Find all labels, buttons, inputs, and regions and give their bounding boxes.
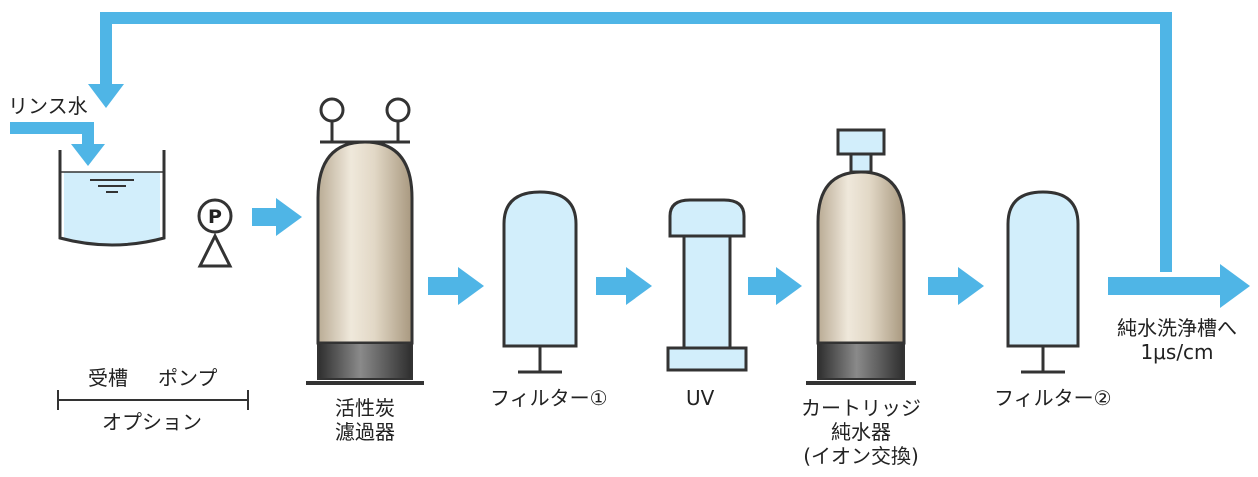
filter2-label: フィルター② bbox=[994, 386, 1112, 410]
carbon-filter-label: 活性炭 濾過器 bbox=[315, 396, 415, 444]
pump-symbol: P bbox=[197, 198, 233, 268]
cartridge-label: カートリッジ 純水器 (イオン交換) bbox=[786, 396, 936, 468]
flow-arrow-2 bbox=[428, 267, 484, 305]
rinse-water-inlet-arrow bbox=[10, 122, 105, 166]
option-label: オプション bbox=[102, 410, 202, 434]
activated-carbon-filter bbox=[306, 97, 424, 385]
flow-arrow-5 bbox=[928, 267, 984, 305]
pump-label: ポンプ bbox=[158, 366, 218, 390]
cartridge-label-line1: カートリッジ bbox=[801, 396, 921, 420]
carbon-filter-label-line1: 活性炭 bbox=[335, 396, 395, 420]
outlet-arrow bbox=[1108, 264, 1250, 308]
outlet-label-line2: 1μs/cm bbox=[1140, 340, 1214, 364]
flow-arrow-3 bbox=[596, 267, 652, 305]
option-bracket bbox=[57, 390, 249, 410]
rinse-water-label: リンス水 bbox=[8, 94, 88, 118]
cartridge-deionizer bbox=[806, 128, 916, 385]
recirculation-loop-arrow bbox=[88, 12, 1172, 272]
filter-1 bbox=[502, 190, 578, 374]
flow-arrow-1 bbox=[252, 198, 302, 236]
receiving-tank-label: 受槽 bbox=[88, 366, 128, 390]
cartridge-label-line3: (イオン交換) bbox=[803, 444, 919, 468]
cartridge-label-line2: 純水器 bbox=[831, 420, 891, 444]
uv-label: UV bbox=[686, 386, 715, 410]
outlet-label-line1: 純水洗浄槽へ bbox=[1117, 316, 1237, 340]
receiving-tank bbox=[58, 150, 166, 247]
outlet-label: 純水洗浄槽へ 1μs/cm bbox=[1102, 316, 1252, 364]
filter1-label: フィルター① bbox=[490, 386, 608, 410]
uv-sterilizer bbox=[666, 198, 748, 372]
filter-2 bbox=[1006, 190, 1080, 374]
flow-arrow-4 bbox=[748, 267, 802, 305]
pump-symbol-letter: P bbox=[208, 206, 222, 228]
carbon-filter-label-line2: 濾過器 bbox=[335, 420, 395, 444]
